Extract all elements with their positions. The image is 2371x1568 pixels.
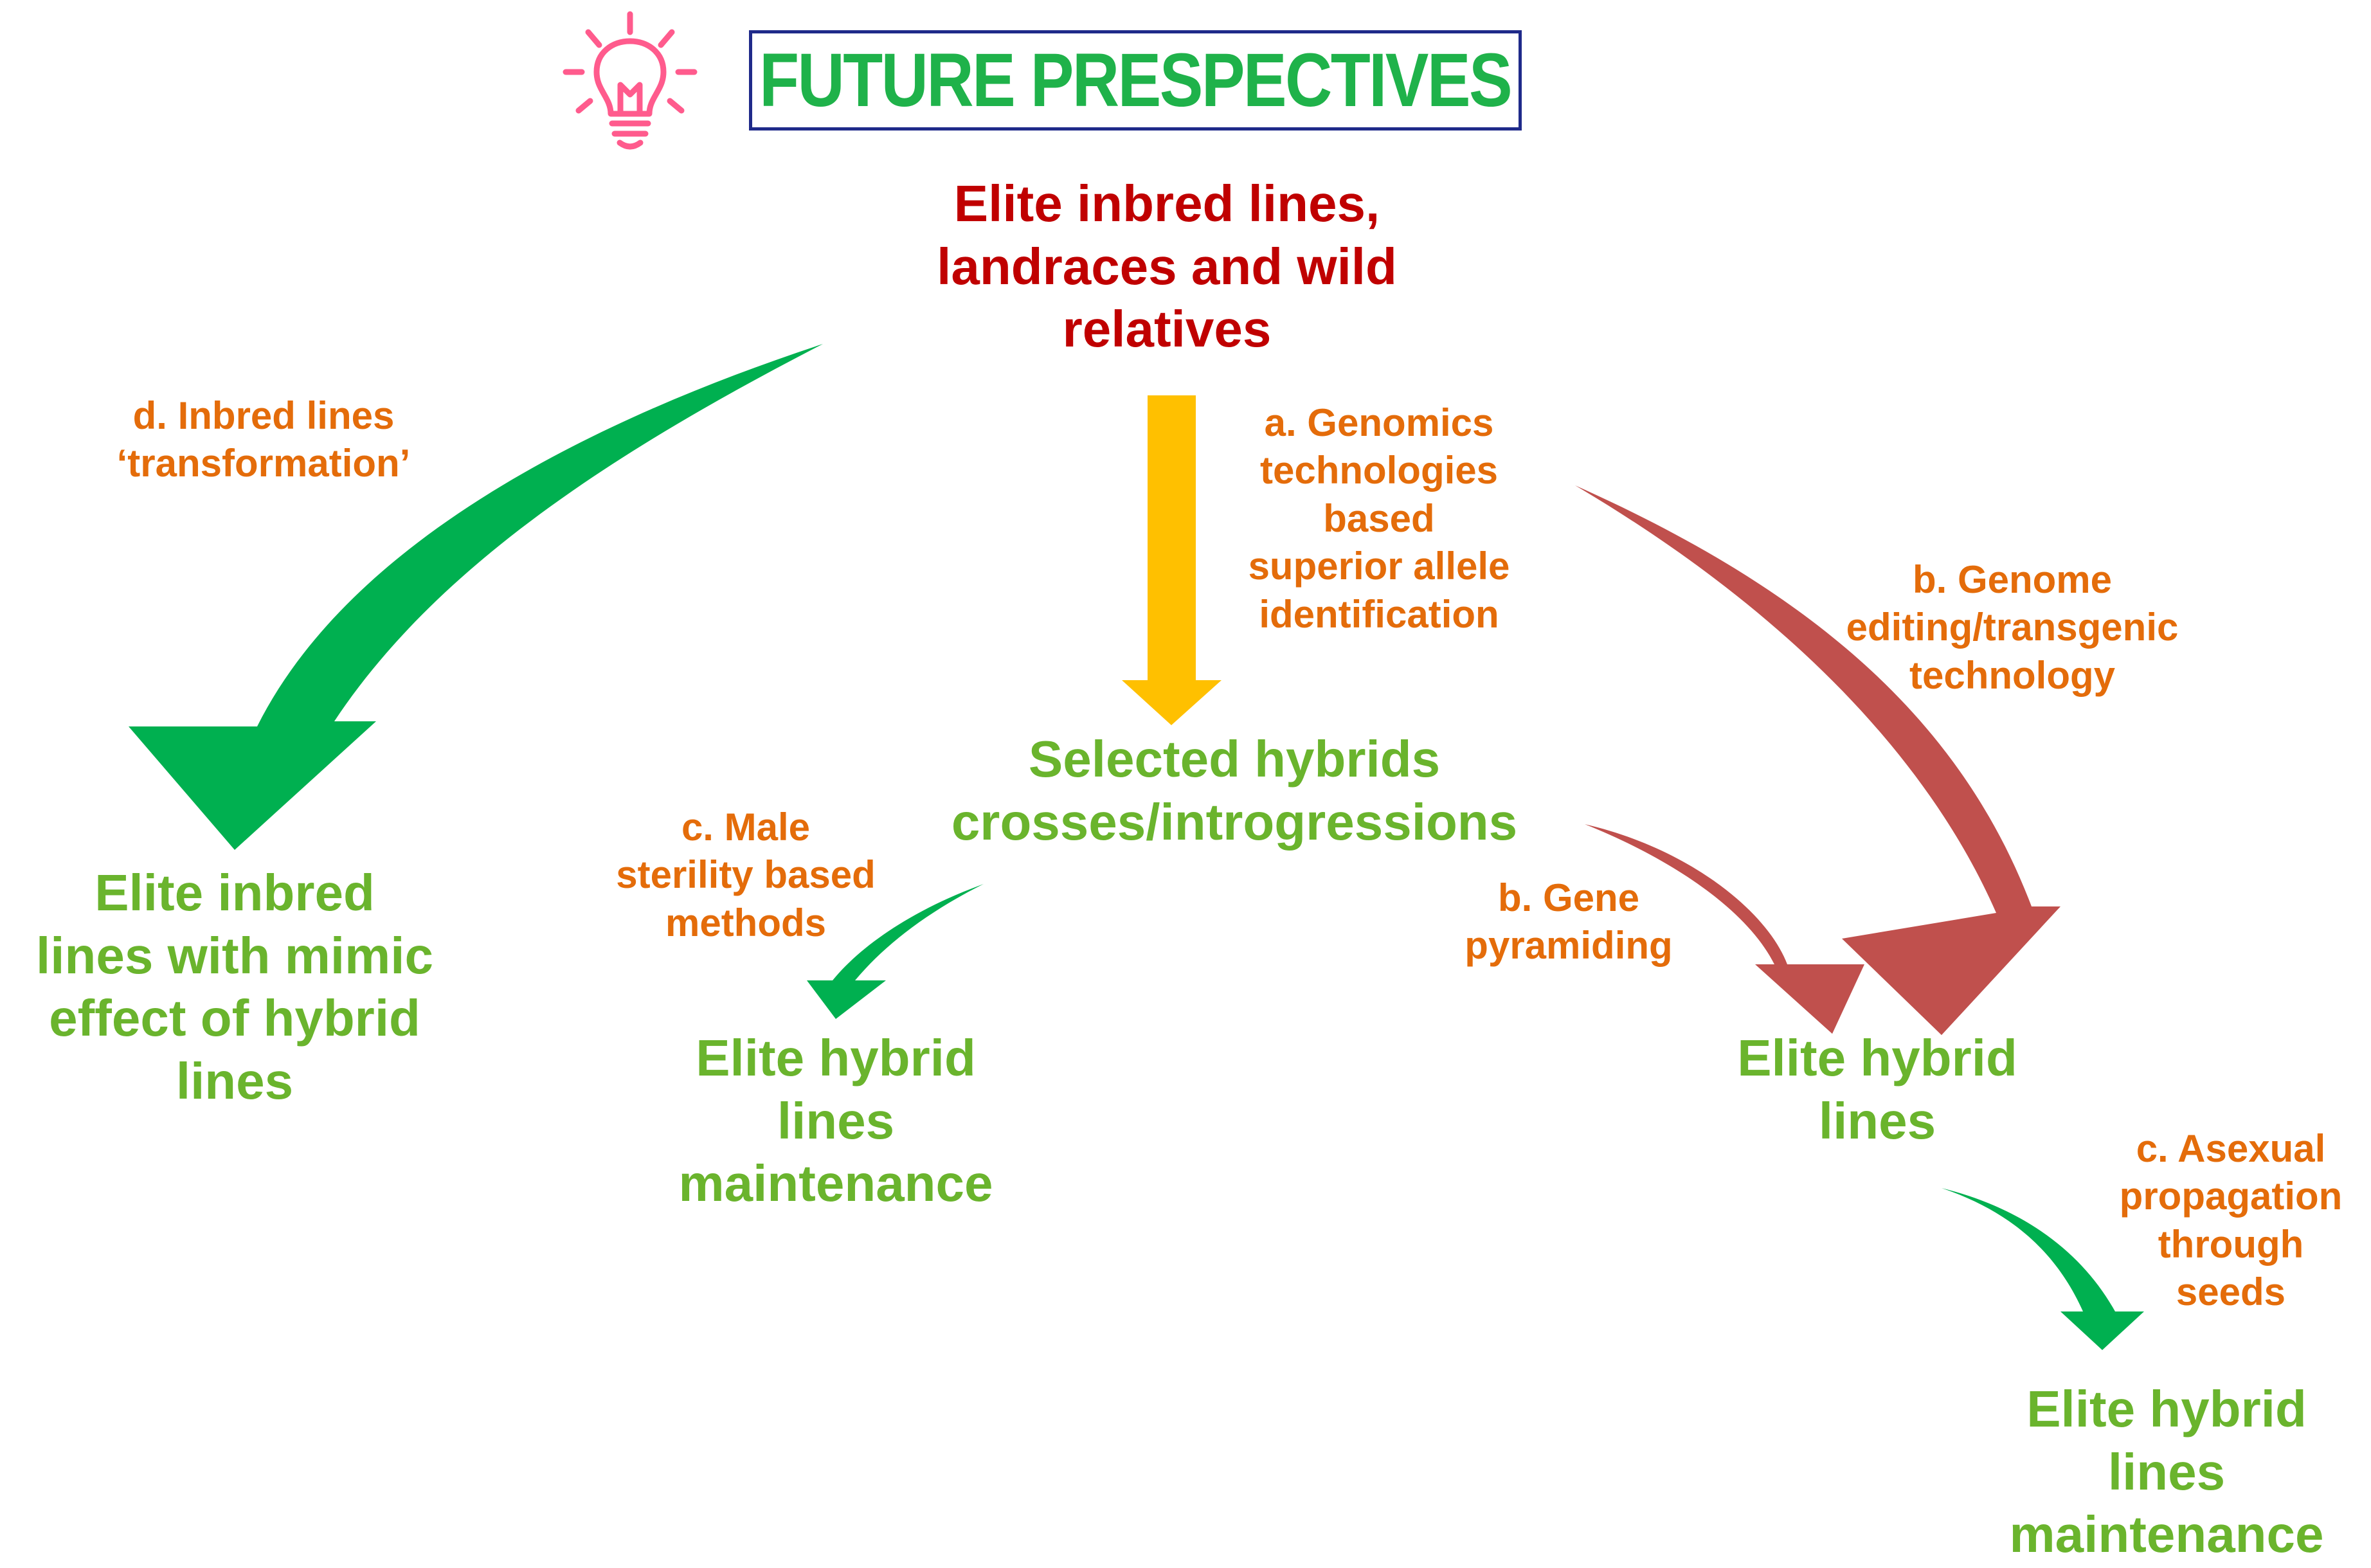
lightbulb-icon: [563, 11, 698, 150]
arrow-genomics: [1122, 395, 1222, 725]
hybrid-maintenance-left-node: Elite hybrid lines maintenance: [678, 1029, 993, 1212]
selected-hybrids-node: Selected hybrids crosses/introgressions: [951, 730, 1518, 851]
elite-inbred-mimic-node: Elite inbred lines with mimic effect of …: [36, 864, 433, 1110]
label-asexual: c. Asexual propagation through seeds: [2119, 1127, 2343, 1314]
label-gene-pyramiding: b. Gene pyramiding: [1465, 876, 1673, 968]
arrow-male-sterility: [807, 884, 984, 1019]
arrow-gene-pyramiding: [1585, 824, 1864, 1034]
label-male-sterility: c. Male sterility based methods: [616, 806, 876, 944]
hybrid-maintenance-right-node: Elite hybrid lines maintenance: [2009, 1380, 2324, 1563]
arrow-asexual: [1942, 1188, 2144, 1350]
label-genome-editing: b. Genome editing/transgenic technology: [1846, 558, 2179, 697]
title-banner: FUTURE PRESPECTIVES: [749, 30, 1522, 131]
page-title: FUTURE PRESPECTIVES: [759, 38, 1513, 123]
elite-hybrid-lines-node: Elite hybrid lines: [1737, 1029, 2017, 1149]
label-genomics: a. Genomics technologies based superior …: [1248, 401, 1510, 636]
source-node: Elite inbred lines, landraces and wild r…: [937, 175, 1397, 358]
label-transformation: d. Inbred lines ‘transformation’: [116, 394, 411, 485]
arrow-transformation: [129, 344, 823, 850]
